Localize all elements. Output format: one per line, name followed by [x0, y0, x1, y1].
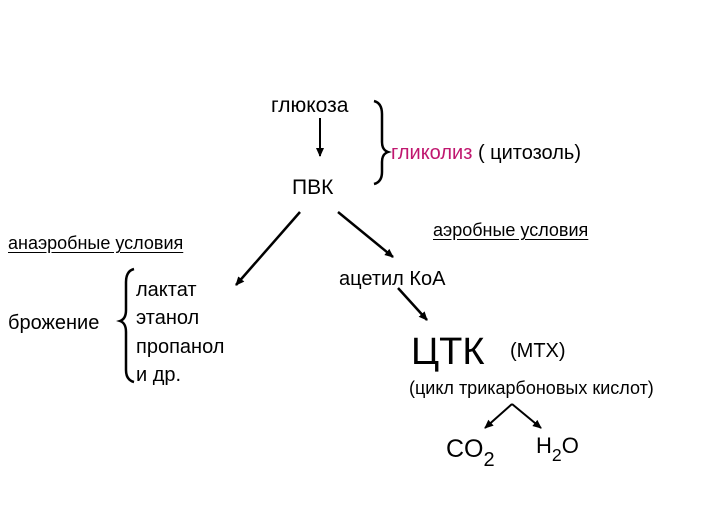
tca-full-name: (цикл трикарбоновых кислот): [409, 378, 654, 398]
arrow-pvk-anaerobic: [235, 211, 301, 286]
product-etc: и др.: [136, 364, 182, 386]
arrow-tca-co2: [484, 403, 513, 429]
arrow-tca-h2o: [511, 403, 542, 429]
node-glycolysis: гликолиз ( цитозоль): [391, 143, 581, 163]
product-co2: CO2: [446, 435, 495, 471]
product-h2o: H2O: [536, 433, 579, 465]
product-propanol: пропанол: [136, 336, 225, 358]
node-fermentation: брожение: [8, 312, 100, 334]
glycolysis-location: ( цитозоль): [477, 142, 581, 164]
mtx-label: (МТХ): [510, 340, 566, 362]
glycolysis-label: гликолиз: [391, 142, 473, 164]
arrow-acetylcoa-tca: [397, 287, 428, 321]
arrow-pvk-aerobic: [337, 211, 394, 258]
aerobic-conditions-label: аэробные условия: [433, 220, 589, 240]
glycolysis-brace: [373, 99, 392, 186]
node-pvk: ПВК: [292, 176, 334, 199]
fermentation-brace: [116, 267, 135, 384]
node-tca: ЦТК: [411, 331, 485, 373]
node-glucose: глюкоза: [271, 94, 349, 117]
product-ethanol: этанол: [136, 307, 200, 329]
anaerobic-conditions-label: анаэробные условия: [8, 233, 184, 253]
node-acetyl-coa: ацетил КоА: [339, 268, 446, 290]
product-lactate: лактат: [136, 279, 197, 301]
